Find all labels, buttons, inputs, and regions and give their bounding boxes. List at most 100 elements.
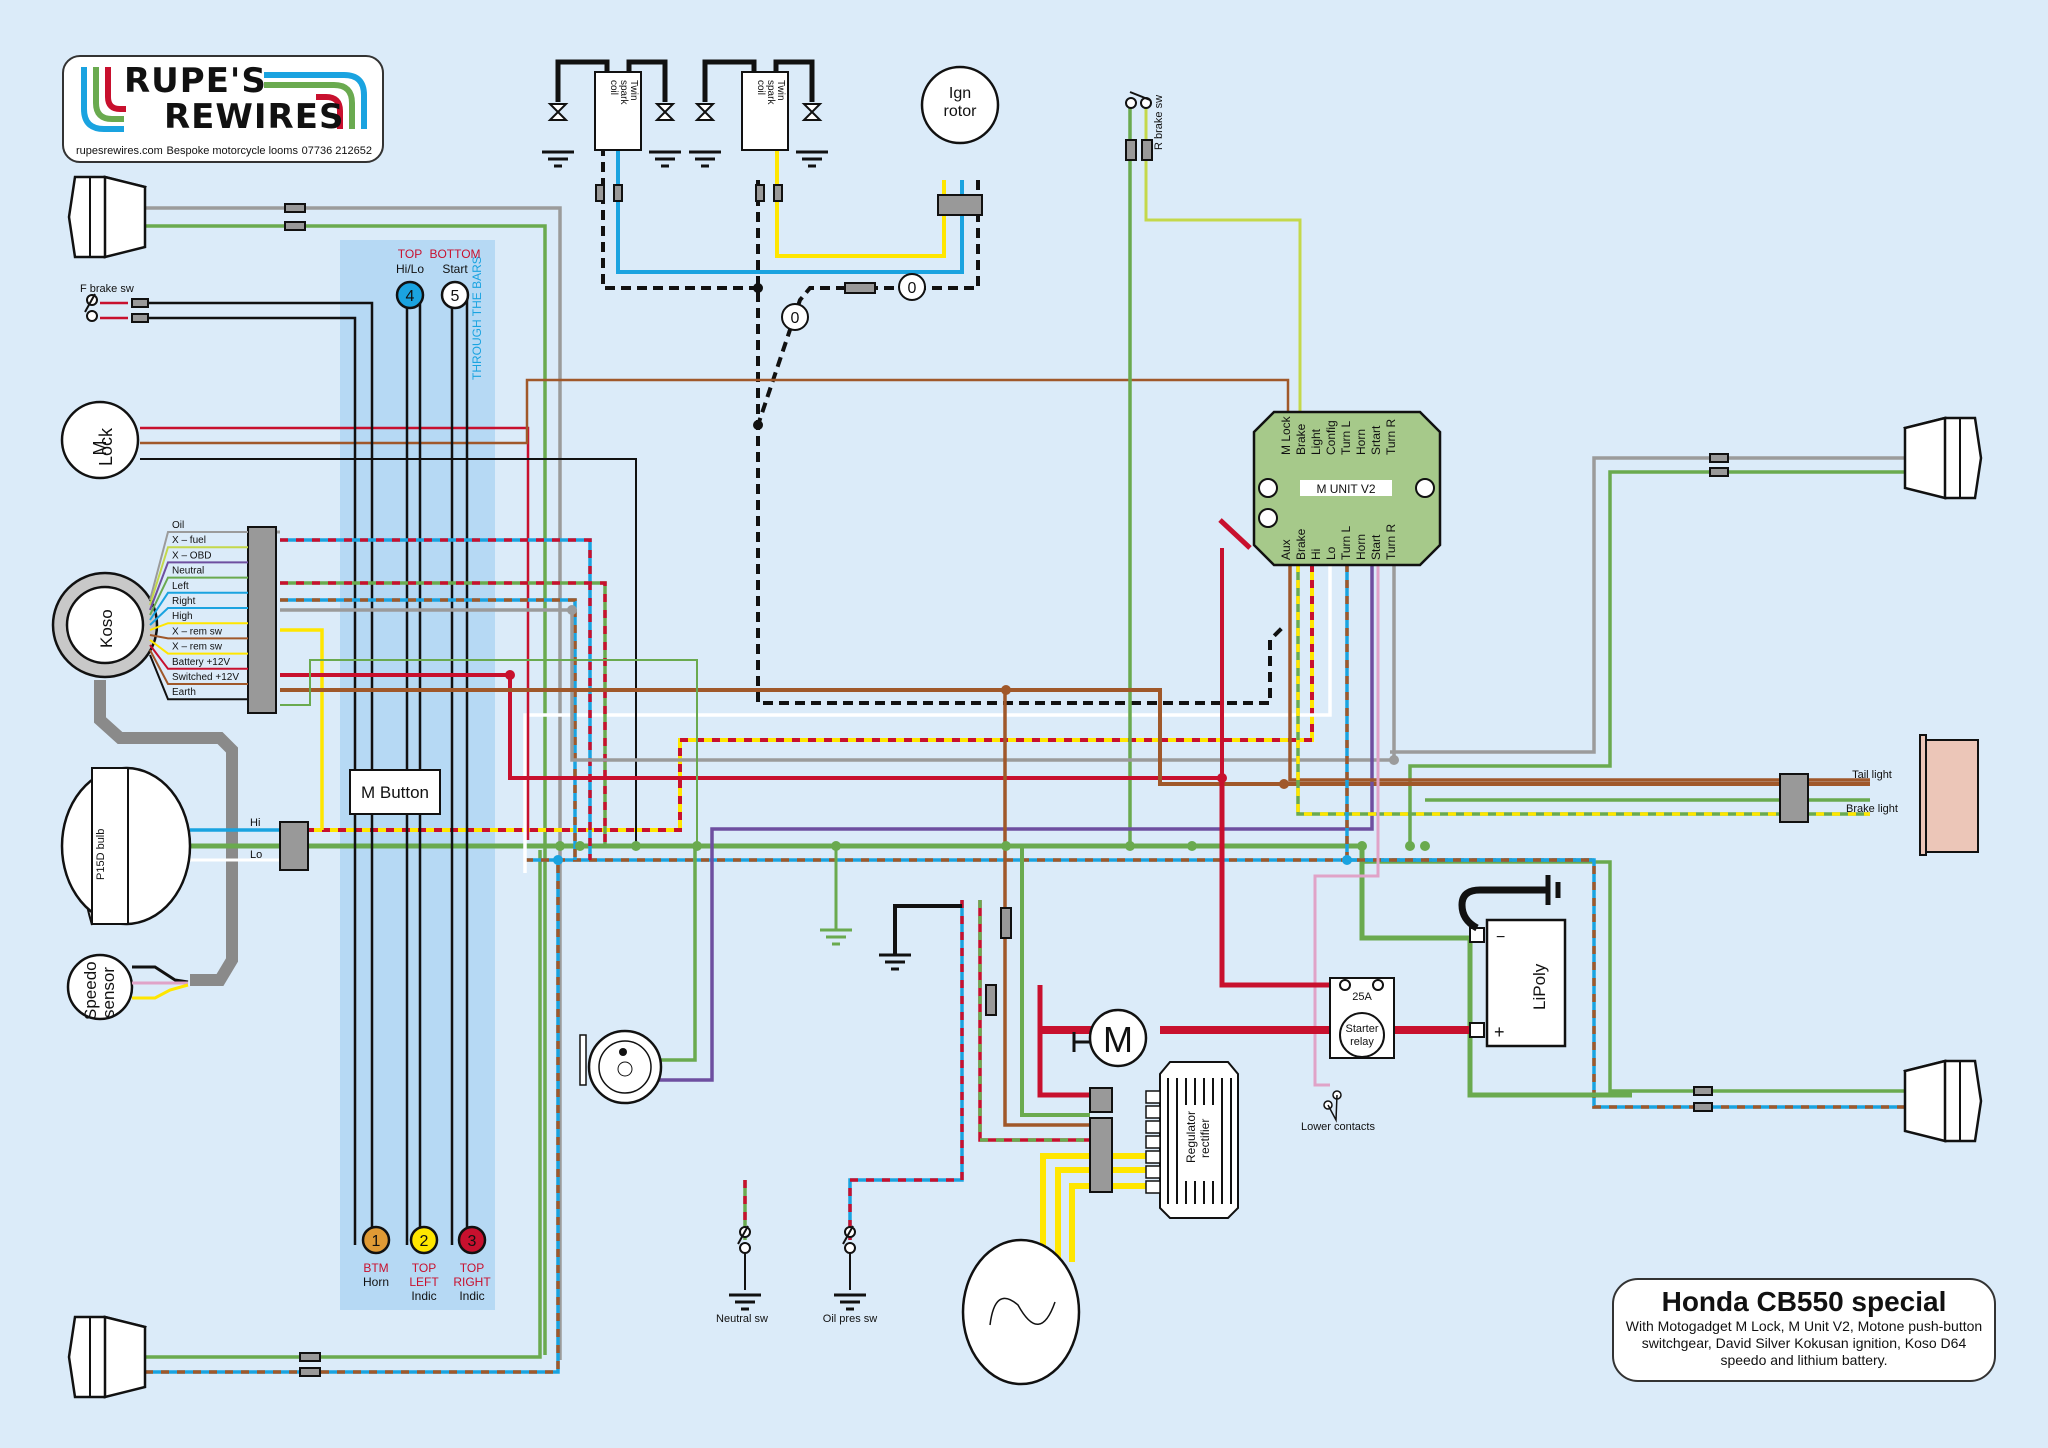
wire — [893, 904, 962, 955]
headlight-bulb-label: P15D bulb — [95, 829, 107, 880]
battery-neg-label: − — [1496, 929, 1505, 946]
horn-green — [642, 846, 697, 1062]
horn-dot — [619, 1048, 627, 1056]
koso-pin-wire — [149, 607, 248, 626]
junction-dot — [1342, 855, 1352, 865]
fuse-terminal — [1372, 979, 1384, 991]
logo-footer: rupesrewires.com Bespoke motorcycle loom… — [76, 145, 372, 157]
m-button — [349, 769, 441, 815]
diagram-subtitle: With Motogadget M Lock, M Unit V2, Moton… — [1625, 1318, 1983, 1368]
logo-line1: RUPE'S — [124, 61, 267, 101]
switch-button-1 — [361, 1225, 391, 1255]
wire-grey-top — [145, 206, 562, 1360]
battery-earth-strap — [1458, 886, 1548, 932]
koso-pin-label: Battery +12V — [172, 657, 230, 668]
m-unit-bottom-pin: Aux — [1279, 539, 1293, 560]
switch-lever — [1129, 91, 1151, 101]
neutral-ground-icon — [729, 1293, 761, 1311]
koso-right-wire-stripe — [280, 598, 577, 860]
stator-yellow — [1040, 1153, 1160, 1262]
m-lock-label: M — [90, 441, 110, 456]
diagram-title: Honda CB550 special — [1661, 1286, 1947, 1317]
inline-connector — [1000, 907, 1012, 939]
tail-brown — [1288, 548, 1870, 782]
starter-relay-label: relay — [1350, 1036, 1374, 1048]
m-unit-bottom-pin: Brake — [1294, 528, 1308, 560]
koso-switched-wire — [280, 688, 1870, 786]
switch-button-function: Start — [442, 262, 468, 276]
switch-button-number: 3 — [468, 1233, 477, 1250]
ign-dashed-1 — [601, 130, 758, 290]
junction-dot — [692, 841, 702, 851]
headlight-connector — [279, 821, 309, 871]
coil-body — [741, 71, 789, 151]
wire — [1218, 518, 1252, 550]
junction-dot — [1125, 841, 1135, 851]
m-unit-top-pin: M Lock — [1279, 415, 1293, 455]
coil-label: coil — [608, 80, 619, 95]
reg-connector-1 — [1089, 1087, 1113, 1113]
koso-pin-wire — [149, 591, 248, 621]
f-brake-switch-icon — [84, 293, 98, 322]
rear-right-indicator-bottom — [1903, 1059, 1983, 1143]
switch-button-function: Indic — [459, 1289, 484, 1303]
battery-label: LiPoly — [1530, 963, 1549, 1010]
ign-node-label: 0 — [908, 280, 917, 297]
coil-label: Twin — [628, 80, 639, 101]
horn-terminal — [617, 1061, 633, 1077]
logo-line2: REWIRES — [164, 97, 345, 137]
rear-right-indicator-top — [1903, 416, 1983, 500]
switch-button-function: Hi/Lo — [396, 262, 424, 276]
oil-sw-label: Oil pres sw — [823, 1313, 877, 1325]
connector — [773, 184, 783, 202]
switch-button-function: Indic — [411, 1289, 436, 1303]
brake-light-label: Brake light — [1846, 803, 1898, 815]
speedo-sensor-label: Speedo — [81, 961, 100, 1020]
switch-button-number: 1 — [372, 1233, 381, 1250]
m-unit-top-pin: Brake — [1294, 423, 1308, 455]
junction-dot — [575, 841, 585, 851]
connector — [299, 1367, 321, 1377]
plug-ground-icon — [689, 150, 721, 168]
front-left-indicator-bottom — [67, 1315, 147, 1399]
connector — [755, 184, 765, 202]
relay-feed — [1219, 778, 1340, 988]
junction-dot — [1357, 841, 1367, 851]
koso-pin-wire — [149, 546, 248, 606]
alternator-stator — [961, 1238, 1081, 1386]
stator-yellow — [1069, 1183, 1160, 1262]
regulator-label: Regulator — [1184, 1111, 1198, 1163]
koso-pin-wire — [149, 531, 248, 601]
coil-body — [594, 71, 642, 151]
speedo-cable — [94, 680, 238, 986]
m-unit-bottom-pin: Lo — [1324, 546, 1338, 560]
battery-lipoly — [1485, 918, 1567, 1048]
wire-grey-right-top — [1390, 456, 1905, 754]
oil-wire-blue-red-stripe — [848, 900, 964, 1240]
wire-green-right-top — [1408, 470, 1905, 848]
regulator-pin — [1145, 1135, 1161, 1149]
koso-pin-label: X – OBD — [172, 550, 211, 561]
wires-layer — [94, 105, 1905, 1374]
wire-green-right-bottom — [1360, 860, 1905, 1093]
switch-button-number: 2 — [420, 1233, 429, 1250]
koso-pin-wire — [149, 561, 248, 611]
ign-rotor — [920, 65, 1000, 145]
neutral-wire-green-red-stripe — [978, 900, 1090, 1142]
starter-relay — [1339, 1012, 1385, 1058]
regulator-pin — [1145, 1150, 1161, 1164]
fuse-terminal — [1339, 979, 1351, 991]
m-unit-port — [1258, 508, 1278, 528]
m-lock-label: Lock — [96, 427, 116, 466]
hi-beam-wire-stripe — [290, 548, 1314, 832]
battery-neg-terminal — [1469, 927, 1485, 943]
switch-button-position: RIGHT — [453, 1275, 491, 1289]
switch-contact — [86, 310, 98, 322]
switch-button-number: 4 — [406, 288, 415, 305]
coil-label: Twin — [775, 80, 786, 101]
connector — [613, 184, 623, 202]
fbrake-1 — [145, 301, 374, 1245]
m-unit-bottom-pin: Hi — [1309, 549, 1323, 560]
m-unit-port — [1258, 478, 1278, 498]
